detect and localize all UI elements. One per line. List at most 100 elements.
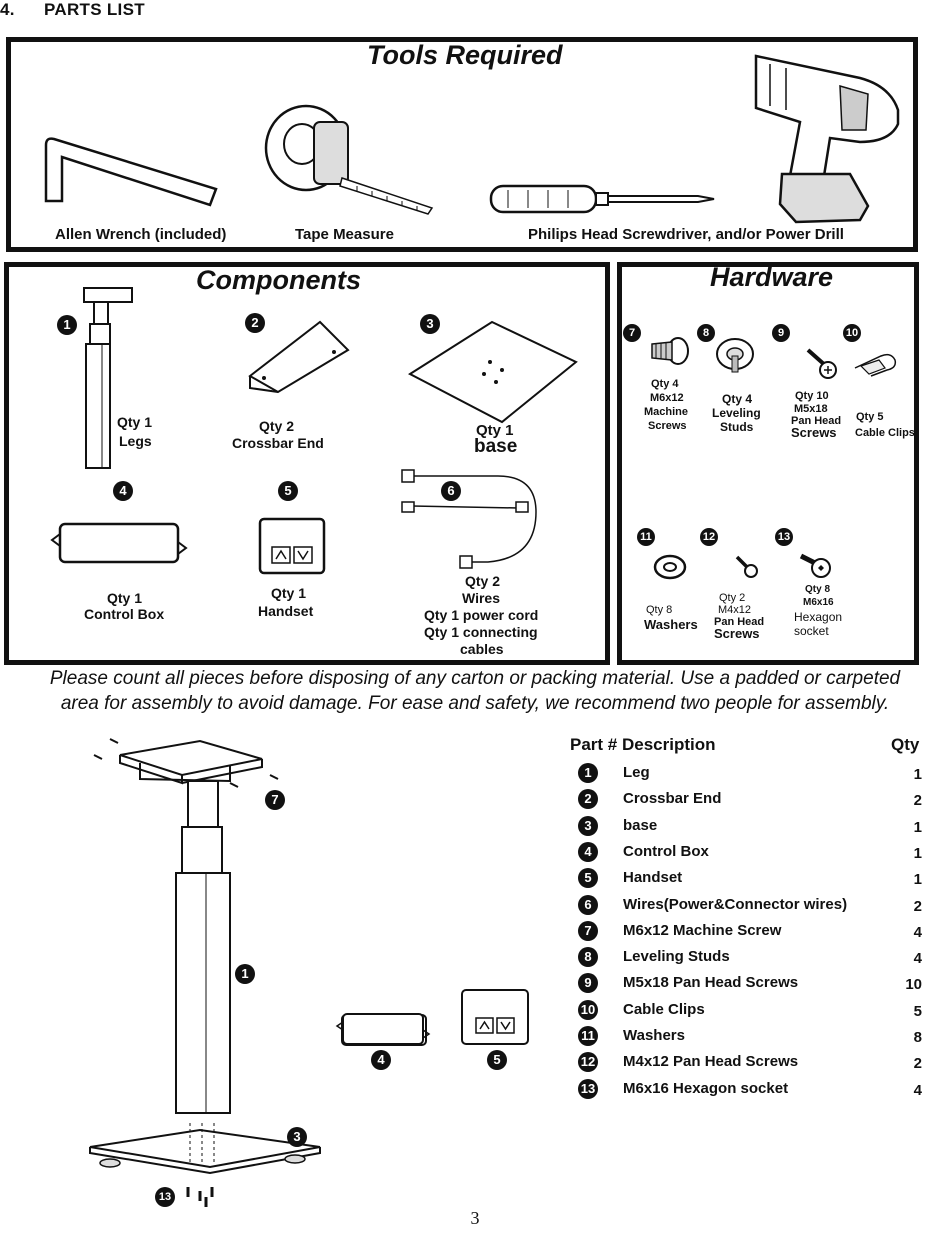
note-line-2: area for assembly to avoid damage. For e… (60, 693, 890, 714)
components-title: Components (196, 265, 361, 295)
hardware-7-l1: M6x12 (650, 392, 684, 404)
component-5-name: Handset (258, 603, 314, 619)
component-badge-2: 2 (245, 313, 265, 333)
hardware-badge-13: 13 (775, 528, 793, 546)
component-badge-3: 3 (420, 314, 440, 334)
section-number: 4. (0, 0, 15, 19)
hardware-badge-11: 11 (637, 528, 655, 546)
part-description: Cable Clips (623, 1000, 705, 1018)
note-line-1: Please count all pieces before disposing… (49, 668, 901, 689)
hardware-13-l2: Hexagon (794, 610, 843, 624)
parts-table-row: 4 Control Box 1 (576, 841, 922, 865)
hardware-13-l1: M6x16 (803, 597, 834, 608)
part-description: Leg (623, 764, 650, 781)
hardware-badge-12: 12 (700, 528, 718, 546)
part-qty: 10 (905, 976, 922, 994)
part-number-badge: 8 (578, 947, 598, 968)
hardware-badge-8: 8 (697, 324, 715, 342)
hardware-10-qty: Qty 5 (856, 411, 884, 423)
component-badge-4: 4 (113, 481, 133, 501)
hardware-11-l1: Washers (644, 617, 698, 632)
diagram-badge-screw: 7 (265, 790, 285, 810)
part-description: Control Box (623, 842, 709, 860)
tool-label-screwdriver-drill: Philips Head Screwdriver, and/or Power D… (528, 226, 844, 243)
part-number-badge: 2 (578, 789, 598, 810)
part-number-badge: 4 (578, 841, 598, 862)
power-drill-icon (754, 54, 900, 224)
part-description: Leveling Studs (623, 948, 730, 966)
part-number-badge: 11 (578, 1026, 598, 1046)
hexagon-socket-screw-icon (799, 553, 831, 578)
component-4-name: Control Box (84, 606, 165, 622)
tool-label-tape-measure: Tape Measure (295, 226, 394, 243)
part-qty: 4 (913, 1081, 922, 1099)
hardware-8-l2: Studs (720, 420, 754, 434)
cable-clip-icon (854, 353, 897, 377)
screwdriver-icon (489, 184, 715, 214)
hardware-12-qty: Qty 2 (719, 592, 746, 604)
diagram-badge-handset: 5 (487, 1050, 507, 1070)
parts-table-header-description: Description (622, 735, 716, 754)
hardware-9-l1: M5x18 (794, 403, 828, 415)
part-number-badge: 13 (578, 1078, 598, 1099)
component-5-qty: Qty 1 (271, 585, 307, 601)
hardware-8-qty: Qty 4 (722, 392, 753, 406)
part-qty: 1 (913, 818, 922, 836)
part-number-badge: 7 (578, 920, 598, 941)
part-number-badge: 9 (578, 973, 598, 994)
part-qty: 2 (913, 897, 922, 915)
pan-head-screw-icon (806, 348, 837, 379)
hardware-12-l3: Screws (714, 626, 760, 641)
component-badge-1: 1 (57, 315, 77, 335)
tool-label-allen-wrench: Allen Wrench (included) (55, 226, 227, 243)
part-description: Wires(Power&Connector wires) (623, 895, 848, 913)
diagram-handset (461, 989, 529, 1045)
leg-icon (83, 287, 133, 469)
diagram-control-box (335, 1013, 431, 1045)
part-qty: 2 (913, 1055, 922, 1073)
pan-head-screw-small-icon (735, 555, 758, 578)
component-badge-6: 6 (441, 481, 461, 501)
hardware-box (617, 262, 919, 665)
hardware-badge-10: 10 (843, 324, 861, 342)
part-qty: 1 (913, 871, 922, 889)
components-box (4, 262, 610, 665)
hardware-title: Hardware (710, 262, 834, 292)
component-2-name: Crossbar End (232, 435, 324, 451)
parts-table-header-part: Part # (570, 735, 618, 754)
leveling-stud-icon (716, 338, 754, 373)
allen-wrench-icon (44, 137, 218, 207)
tape-measure-icon (264, 104, 434, 215)
hardware-9-l3: Screws (791, 425, 837, 440)
part-number-badge: 5 (578, 868, 598, 889)
handset-icon (258, 517, 326, 575)
component-3-qty: Qty 1 (476, 422, 514, 439)
wires-icon (401, 469, 537, 569)
section-heading: 4. PARTS LIST (0, 0, 145, 20)
hardware-12-l1: M4x12 (718, 604, 752, 616)
part-description: M5x18 Pan Head Screws (623, 974, 799, 992)
component-badge-5: 5 (278, 481, 298, 501)
part-description: M6x12 Machine Screw (623, 921, 782, 939)
part-number-badge: 1 (578, 763, 598, 783)
count-pieces-note: Please count all pieces before disposing… (0, 666, 950, 716)
part-description: base (623, 816, 658, 834)
hardware-9-l2: Pan Head (791, 415, 842, 427)
component-1-qty: Qty 1 (117, 414, 153, 430)
hardware-11-qty: Qty 8 (646, 604, 673, 616)
part-description: Crossbar End (623, 790, 722, 808)
part-qty: 2 (913, 792, 922, 810)
base-plate-icon (407, 320, 578, 424)
part-number-badge: 6 (578, 894, 598, 915)
hardware-13-qty: Qty 8 (805, 584, 831, 595)
parts-table-header-qty: Qty (891, 735, 920, 754)
part-qty: 1 (913, 844, 922, 862)
parts-table-row: 9 M5x18 Pan Head Screws 10 (576, 972, 922, 996)
part-number-badge: 3 (578, 815, 598, 836)
section-title: PARTS LIST (44, 0, 145, 19)
crossbar-end-icon (248, 320, 350, 394)
part-description: M4x12 Pan Head Screws (623, 1053, 799, 1071)
